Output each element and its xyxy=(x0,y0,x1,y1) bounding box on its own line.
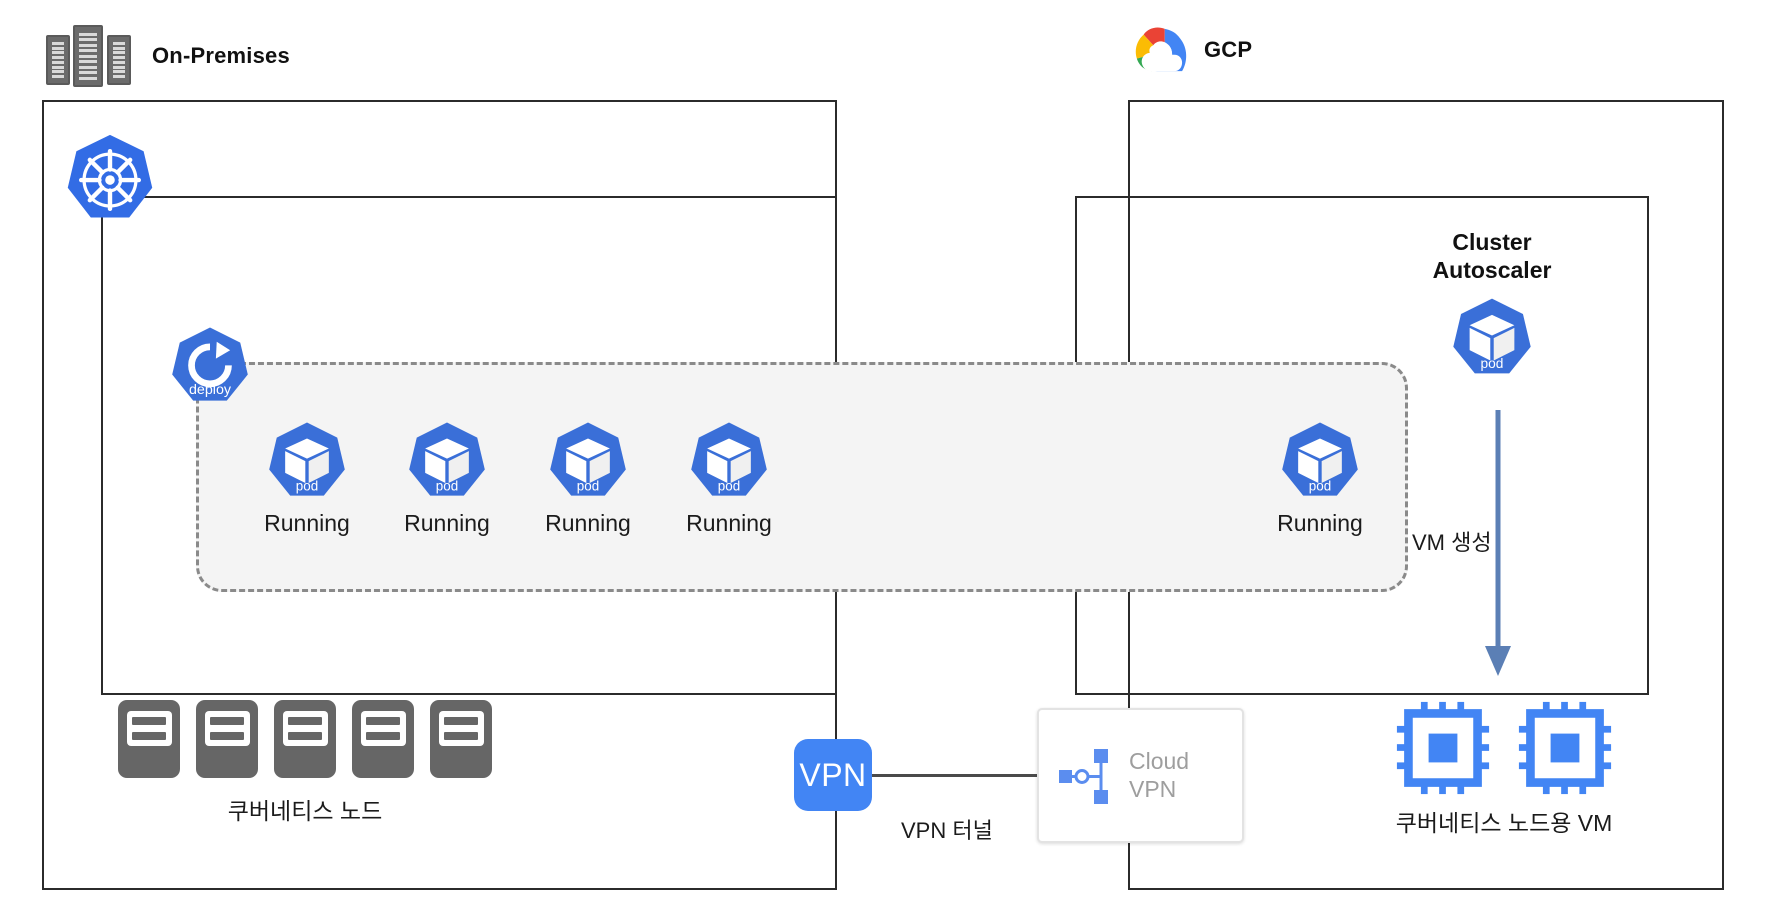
kubernetes-node-icon[interactable] xyxy=(196,700,258,778)
kubernetes-node-vms-group: 쿠버네티스 노드용 VM xyxy=(1395,700,1613,838)
vpn-badge[interactable]: VPN xyxy=(794,739,872,811)
pod-icon[interactable]: pod xyxy=(1449,296,1535,382)
pod-icon-label: pod xyxy=(718,479,740,494)
pod-item[interactable]: pod Running xyxy=(252,420,362,537)
pod-status-label: Running xyxy=(1277,510,1363,536)
cluster-autoscaler-title-line1: Cluster xyxy=(1452,229,1532,255)
kubernetes-node-icon[interactable] xyxy=(430,700,492,778)
onpremises-zone-title: On-Premises xyxy=(46,25,290,87)
pod-item[interactable]: pod Running xyxy=(674,420,784,537)
vpn-tunnel-label: VPN 터널 xyxy=(901,818,993,843)
pod-icon: pod xyxy=(1282,422,1358,496)
cloud-vpn-label: Cloud VPN xyxy=(1129,748,1189,803)
gcp-zone-title: GCP xyxy=(1128,25,1252,75)
kubernetes-node-icon[interactable] xyxy=(274,700,336,778)
vpn-badge-label: VPN xyxy=(799,756,867,793)
pod-icon: pod xyxy=(269,422,345,496)
pod-item[interactable]: pod Running xyxy=(1265,420,1375,537)
cluster-autoscaler-group: Cluster Autoscaler pod xyxy=(1402,228,1582,382)
pod-status-label: Running xyxy=(264,510,350,536)
kubernetes-node-row xyxy=(118,700,492,778)
vm-row xyxy=(1395,700,1613,796)
pod-group-container xyxy=(196,362,1408,592)
deploy-icon: deploy xyxy=(172,327,248,401)
kubernetes-node-vms-label: 쿠버네티스 노드용 VM xyxy=(1395,810,1613,836)
pod-icon: pod xyxy=(691,422,767,496)
vm-chip-icon[interactable] xyxy=(1395,700,1491,796)
kubernetes-nodes-label: 쿠버네티스 노드 xyxy=(227,798,383,824)
deploy-badge-label: deploy xyxy=(189,382,232,398)
vm-creation-label: VM 생성 xyxy=(1412,530,1492,555)
pod-icon: pod xyxy=(409,422,485,496)
gcp-zone-label: GCP xyxy=(1204,37,1253,62)
kubernetes-logo-icon xyxy=(67,134,153,218)
cloud-vpn-card[interactable]: Cloud VPN xyxy=(1037,708,1244,843)
cluster-autoscaler-title: Cluster Autoscaler xyxy=(1433,228,1552,284)
pod-item[interactable]: pod Running xyxy=(533,420,643,537)
cluster-autoscaler-title-line2: Autoscaler xyxy=(1432,257,1552,284)
google-cloud-logo-icon xyxy=(1135,27,1187,72)
pod-icon-label: pod xyxy=(1481,356,1504,371)
pod-status-label: Running xyxy=(545,510,631,536)
pod-icon-label: pod xyxy=(1309,479,1331,494)
pod-icon-label: pod xyxy=(436,479,458,494)
kubernetes-nodes-group: 쿠버네티스 노드 xyxy=(118,700,492,826)
cloud-vpn-label-line2: VPN xyxy=(1129,775,1177,802)
kubernetes-node-icon[interactable] xyxy=(352,700,414,778)
pod-icon: pod xyxy=(550,422,626,496)
cloud-vpn-label-line1: Cloud xyxy=(1129,747,1190,774)
vm-chip-icon[interactable] xyxy=(1517,700,1613,796)
pod-status-label: Running xyxy=(686,510,772,536)
datacenter-icon xyxy=(46,25,138,87)
vpn-tunnel-line xyxy=(872,774,1038,777)
pod-status-label: Running xyxy=(404,510,490,536)
pod-item[interactable]: pod Running xyxy=(392,420,502,537)
pod-icon-label: pod xyxy=(296,479,318,494)
pod-icon-label: pod xyxy=(577,479,599,494)
kubernetes-node-icon[interactable] xyxy=(118,700,180,778)
onpremises-zone-label: On-Premises xyxy=(152,43,290,68)
vm-creation-arrow-icon xyxy=(1485,410,1511,676)
cloud-vpn-topology-icon xyxy=(1059,748,1108,804)
